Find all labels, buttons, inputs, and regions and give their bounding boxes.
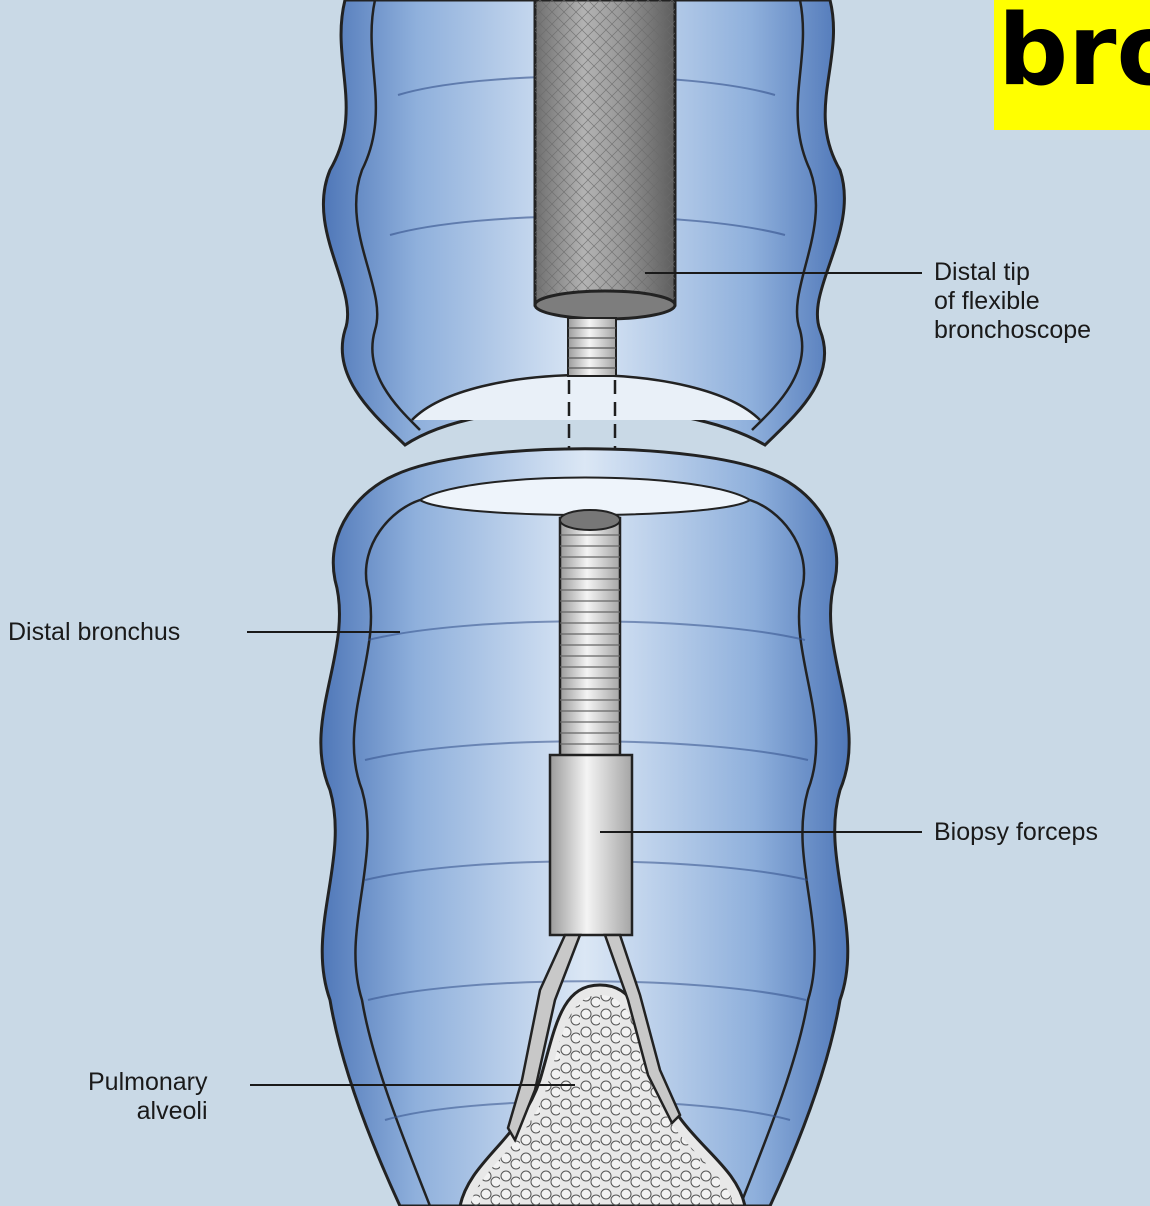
label-distal-tip-line3: bronchoscope (934, 316, 1091, 345)
label-distal-tip-line1: Distal tip (934, 258, 1091, 287)
label-distal-tip: Distal tip of flexible bronchoscope (934, 258, 1091, 345)
label-pulmonary-alveoli-line1: Pulmonary (88, 1068, 208, 1097)
label-pulmonary-alveoli-line2: alveoli (88, 1097, 208, 1126)
label-distal-tip-line2: of flexible (934, 287, 1091, 316)
title-banner: bro (994, 0, 1150, 130)
label-distal-bronchus: Distal bronchus (8, 618, 180, 647)
label-biopsy-forceps: Biopsy forceps (934, 818, 1098, 847)
label-pulmonary-alveoli: Pulmonary alveoli (88, 1068, 208, 1126)
title-banner-text: bro (998, 0, 1150, 108)
bronchoscope-channel (568, 318, 616, 376)
forceps-sheath (550, 755, 632, 935)
